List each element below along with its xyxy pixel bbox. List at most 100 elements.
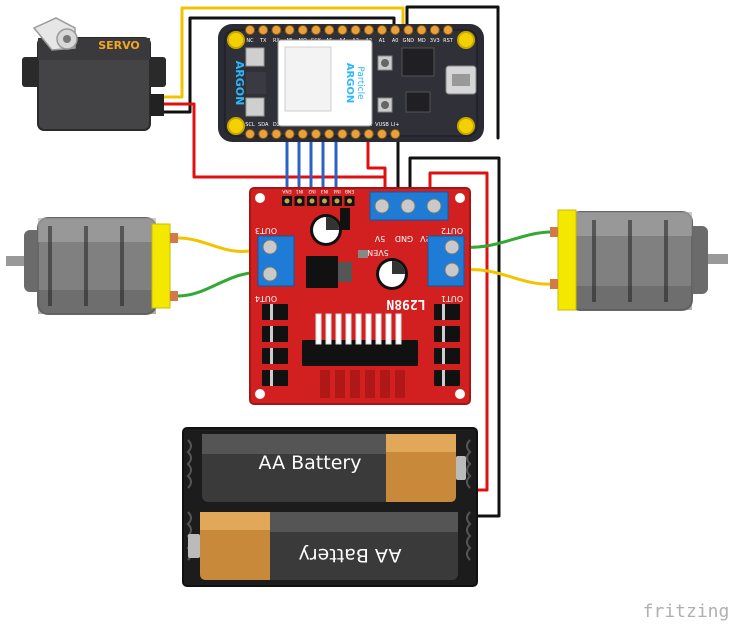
argon-pin [363, 129, 374, 139]
argon-pin-row-top [245, 25, 453, 35]
argon-pin [271, 129, 282, 139]
header-pin-label: IN4 [333, 188, 341, 194]
dc-motor-left [6, 217, 178, 315]
argon-pin [245, 129, 255, 139]
argon-pin [258, 129, 269, 139]
diode [262, 348, 288, 364]
argon-pin [297, 25, 308, 35]
battery-label-top: AA Battery [259, 452, 362, 474]
dc-motor-right [550, 209, 728, 311]
argon-pin-label: A0 [392, 38, 399, 44]
argon-pin [284, 129, 295, 139]
mount-hole [227, 117, 245, 135]
argon-pin-label: 3V3 [430, 38, 440, 44]
argon-pin [311, 129, 321, 139]
argon-pin [429, 25, 440, 35]
antenna-connector [245, 97, 265, 117]
argon-pin [443, 25, 453, 35]
argon-pin [416, 25, 427, 35]
argon-pin [350, 25, 361, 35]
diode-array [262, 304, 460, 386]
argon-pin-label: NC [246, 38, 254, 44]
motor-endcap [151, 223, 171, 309]
argon-pin [258, 25, 269, 35]
wire-servo-ground [160, 16, 396, 114]
wire-battery-positive [428, 171, 489, 492]
argon-pin-label: RST [443, 38, 454, 44]
diode [434, 348, 460, 364]
chip [405, 91, 431, 113]
header-pin-label: ENA [281, 188, 291, 194]
argon-pin [377, 129, 387, 139]
argon-pin [324, 25, 335, 35]
chip-label: L298N [386, 296, 425, 311]
argon-pin [337, 25, 348, 35]
motor-terminal [170, 233, 178, 243]
diode [262, 326, 288, 342]
label-out3: OUT3 [255, 226, 277, 235]
wire-right-motor-yellow [458, 267, 554, 286]
argon-pin [271, 25, 282, 35]
argon-board: NCTXRXMIMOSCKA5A4A3A2A1A0GNDMD3V3RST SCL… [218, 24, 484, 142]
mount-hole [457, 117, 475, 135]
label-5ven: 5VEN [367, 248, 389, 257]
argon-pin [311, 25, 321, 35]
mount-hole [457, 31, 475, 49]
argon-pin-label: SCL [245, 122, 255, 128]
argon-pin-label: TX [259, 38, 267, 44]
argon-pin [324, 129, 335, 139]
argon-pin [245, 25, 255, 35]
aa-battery-top: AA Battery [202, 434, 466, 502]
argon-pin-label: VUSB [375, 122, 389, 128]
argon-pin-label: MD [418, 38, 426, 44]
argon-pin-row-bottom [245, 129, 401, 139]
chip [401, 47, 435, 77]
label-out4: OUT4 [255, 294, 277, 303]
argon-pin-label: RX [273, 38, 280, 44]
wire-servo-signal [160, 6, 405, 99]
diode [434, 304, 460, 320]
argon-pin-label: A1 [379, 38, 386, 44]
argon-pin-label: LI+ [391, 122, 399, 128]
label-5v: 5V [374, 234, 385, 243]
driver-header-pins: ENA IN1 IN2 IN3 IN4 ENB [281, 188, 355, 230]
aa-battery-bottom: AA Battery [188, 512, 458, 580]
motor-terminal [550, 227, 558, 237]
argon-side-name: ARGON [233, 61, 246, 106]
brand-name: Particle [355, 66, 365, 100]
battery-label-bottom: AA Battery [299, 544, 402, 566]
header-pin-label: IN3 [321, 188, 329, 194]
wire-gnd-top [405, 5, 500, 140]
heatsink [302, 313, 418, 398]
argon-pin-label: GND [403, 38, 415, 44]
argon-pin [403, 25, 414, 35]
argon-pin-label: SDA [258, 122, 269, 128]
diode [262, 304, 288, 320]
mount-hole [227, 31, 245, 49]
argon-pin [350, 129, 361, 139]
motor-endcap [557, 209, 577, 311]
argon-pin [363, 25, 374, 35]
header-pin-label: ENB [345, 188, 354, 194]
argon-pin [284, 25, 295, 35]
motor-terminal [170, 291, 178, 301]
diode [434, 370, 460, 386]
argon-pin [390, 25, 401, 35]
header-pin-label: IN1 [296, 188, 304, 194]
module-name: ARGON [344, 63, 355, 104]
battery-holder: AA Battery AA Battery [182, 427, 478, 587]
diode [434, 326, 460, 342]
label-out2: OUT2 [441, 226, 463, 235]
label-gnd: GND [395, 234, 413, 243]
antenna-connector [245, 47, 265, 67]
argon-pin [297, 129, 308, 139]
voltage-regulator [306, 256, 338, 288]
argon-pin-label: D2 [273, 122, 280, 128]
servo-motor: SERVO [22, 17, 166, 131]
header-pin-label: IN2 [308, 188, 316, 194]
servo-label: SERVO [98, 39, 140, 52]
label-out1: OUT1 [441, 294, 463, 303]
wire-right-motor-green [458, 230, 554, 249]
wire-battery-negative [408, 156, 501, 518]
